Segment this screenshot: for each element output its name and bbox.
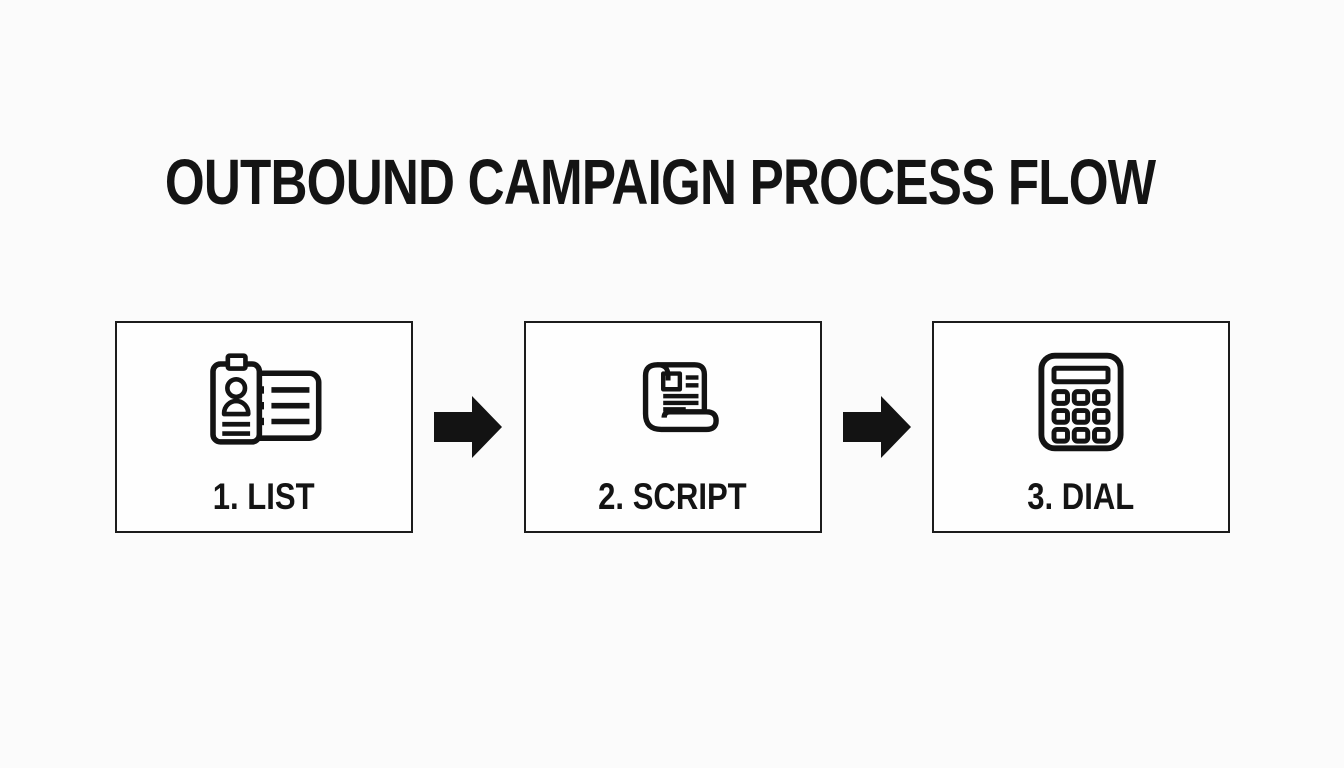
right-arrow-icon [434, 396, 503, 458]
contact-list-icon [203, 350, 325, 454]
step-label-dial: 3. DIAL [1027, 476, 1135, 517]
flow-row: 1. LIST [115, 321, 1230, 533]
flow-arrow-2 [822, 321, 933, 533]
step-box-script: 2. SCRIPT [523, 321, 822, 533]
flow-arrow-1 [413, 321, 524, 533]
page-title: OUTBOUND CAMPAIGN PROCESS FLOW [164, 146, 1156, 218]
dial-keypad-icon [1036, 350, 1126, 454]
title-row: OUTBOUND CAMPAIGN PROCESS FLOW [0, 150, 1320, 214]
step-box-dial: 3. DIAL [932, 321, 1230, 533]
right-arrow-icon [842, 396, 911, 458]
step-box-list: 1. LIST [115, 321, 413, 533]
script-scroll-icon [619, 350, 727, 454]
step-label-script: 2. SCRIPT [598, 476, 747, 517]
step-label-list: 1. LIST [213, 476, 315, 517]
